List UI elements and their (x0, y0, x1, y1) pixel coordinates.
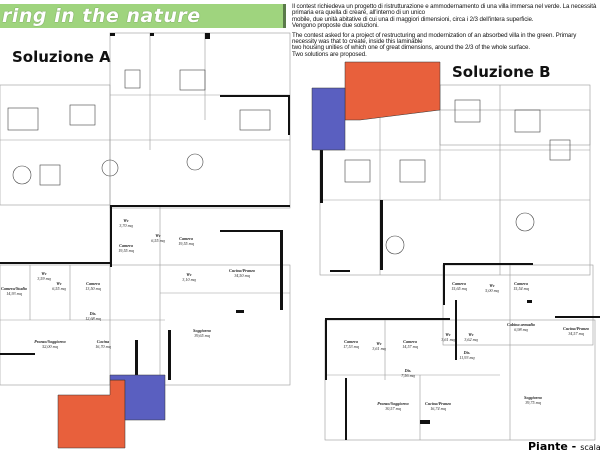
solution-b-title: Soluzione B (452, 63, 551, 81)
desc-line: Two solutions are proposed. (292, 50, 367, 58)
desc-line: two housing unities of which one of grea… (292, 44, 530, 52)
plan-a-upper (109, 32, 291, 209)
desc-line: Il contest richiedeva un progetto di ris… (292, 3, 597, 17)
plans-label: Piante - (528, 440, 577, 453)
unit-blocks-b (311, 61, 441, 151)
room-label: Dis.11,93 mq (459, 350, 475, 360)
description-italian: Il contest richiedeva un progetto di ris… (292, 3, 598, 59)
header-band: ring in the nature (0, 4, 286, 28)
plans-scale-caption: Piante -scala 1: (528, 440, 600, 453)
header-title: ring in the nature (2, 5, 201, 27)
scale-label: scala 1: (580, 443, 600, 452)
room-label: Dis.7,56 mq (401, 368, 415, 378)
unit-blocks-a (57, 374, 166, 449)
desc-line: mobile, due unità abitative di cui una d… (292, 15, 534, 23)
desc-line: Vengono proposte due soluzioni. (292, 22, 379, 30)
room-label: Dis.12,68 mq (85, 311, 101, 321)
solution-a-title: Soluzione A (12, 48, 111, 66)
desc-line: The contest asked for a project of restr… (292, 31, 577, 46)
